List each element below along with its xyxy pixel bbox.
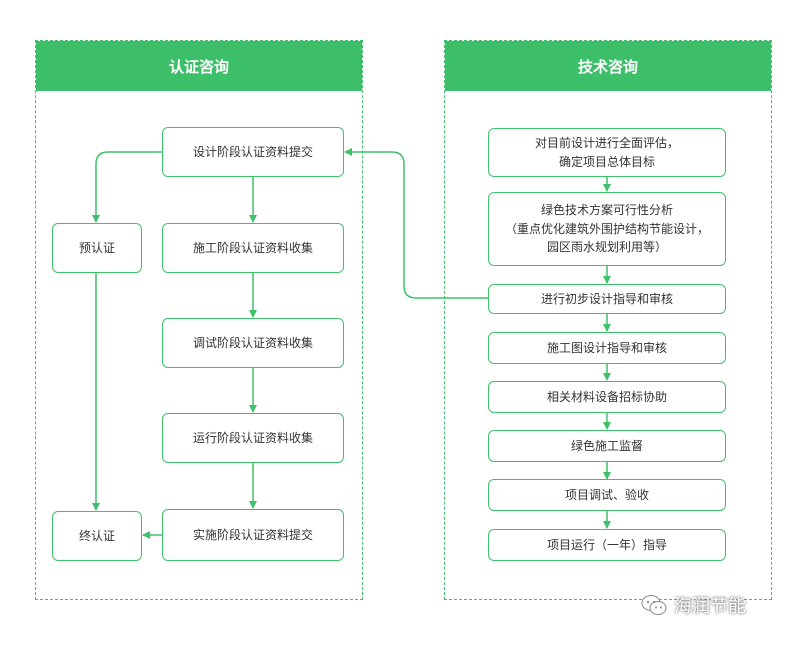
certification-panel-title: 认证咨询 <box>36 41 362 91</box>
left-step-5: 实施阶段认证资料提交 <box>162 509 344 561</box>
watermark: 海润节能 <box>640 592 746 618</box>
arrow-to-pre-cert <box>92 151 162 223</box>
left-step-4: 运行阶段认证资料收集 <box>162 413 344 463</box>
technical-panel: 技术咨询 <box>444 40 772 600</box>
right-step-1: 对目前设计进行全面评估， 确定项目总体目标 <box>488 128 726 177</box>
left-step-1: 设计阶段认证资料提交 <box>162 127 344 177</box>
right-step-4: 施工图设计指导和审核 <box>488 332 726 364</box>
left-step-3: 调试阶段认证资料收集 <box>162 318 344 368</box>
left-step-2: 施工阶段认证资料收集 <box>162 223 344 273</box>
right-step-7: 项目调试、验收 <box>488 479 726 511</box>
pre-certification-box: 预认证 <box>52 223 142 273</box>
arrow-cross-panel <box>344 148 488 299</box>
right-step-3: 进行初步设计指导和审核 <box>488 284 726 314</box>
final-certification-box: 终认证 <box>52 511 142 561</box>
wechat-icon <box>641 595 667 615</box>
certification-panel: 认证咨询 <box>35 40 363 600</box>
right-step-8: 项目运行（一年）指导 <box>488 529 726 561</box>
watermark-text: 海润节能 <box>674 596 746 617</box>
right-step-5: 相关材料设备招标协助 <box>488 381 726 413</box>
right-step-6: 绿色施工监督 <box>488 430 726 462</box>
right-step-2: 绿色技术方案可行性分析 （重点优化建筑外围护结构节能设计， 园区雨水规划利用等） <box>488 192 726 266</box>
technical-panel-title: 技术咨询 <box>445 41 771 91</box>
